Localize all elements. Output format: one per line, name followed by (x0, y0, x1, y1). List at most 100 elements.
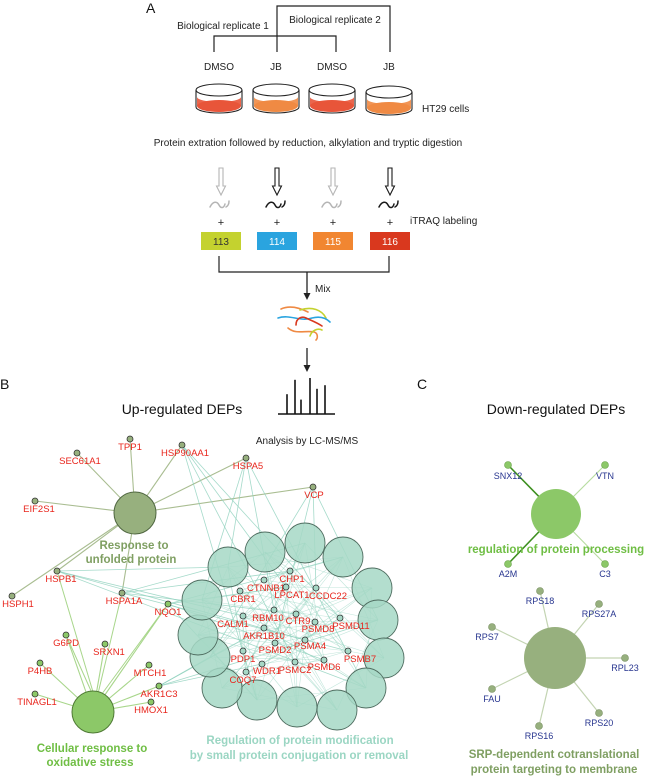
term-node-modification (244, 531, 286, 573)
term-label-modification: by small protein conjugation or removal (190, 750, 409, 762)
dish-rim (365, 85, 413, 99)
gene-label: PSMD11 (332, 621, 369, 632)
edge-modification (239, 590, 379, 621)
gene-label: RPS16 (525, 731, 554, 741)
gene-label: CTR9 (286, 616, 311, 627)
edge-unfolded (11, 512, 136, 597)
edge-modification (289, 570, 367, 689)
network-nodes: TPP1SEC61A1HSP90AA1EIF2S1HSPA5VCPHSPB1HS… (2, 435, 409, 769)
dish-rim (195, 83, 243, 97)
gene-label: MTCH1 (134, 668, 167, 679)
gene-node (488, 623, 496, 631)
dish-medium-side (197, 97, 241, 106)
itraq-tag-label: 114 (269, 237, 285, 248)
edge-unfolded (134, 486, 314, 514)
edge-modification (261, 587, 373, 665)
gene-node (536, 587, 544, 595)
replicate-2-bracket (276, 5, 391, 52)
gene-label: WDR1 (253, 666, 281, 677)
gene-node (147, 698, 155, 706)
gene-label: COQ7 (230, 675, 257, 686)
peptide-icon (321, 200, 342, 209)
ms-spectrum-icon: Analysis by LC-MS/MS (256, 378, 359, 447)
gene-node (155, 682, 163, 690)
term-node-oxidative-stress (71, 690, 115, 734)
edge-modification (263, 613, 297, 629)
dish-treatment-label: DMSO (317, 62, 347, 73)
culture-dish-icon (365, 85, 413, 116)
edge-modification (201, 457, 247, 601)
gene-node (309, 483, 317, 491)
analysis-label: Analysis by LC-MS/MS (256, 436, 359, 447)
gene-label: RPS27A (582, 609, 617, 619)
gene-label: PSMB7 (344, 654, 376, 665)
gene-node (8, 592, 16, 600)
itraq-tag: 114 (257, 232, 297, 250)
gene-node (145, 661, 153, 669)
gene-node (101, 640, 109, 648)
down-arrow-icon (271, 167, 283, 197)
panel-c-label: C (417, 376, 427, 392)
gene-label: LPCAT1 (274, 590, 309, 601)
down-arrow-icon (215, 167, 227, 197)
panel-a: A Biological replicate 1 Biological repl… (146, 0, 477, 447)
gene-label: RPS7 (475, 632, 499, 642)
gene-label: AKR1C3 (141, 689, 178, 700)
extraction-text: Protein extration followed by reduction,… (154, 138, 463, 149)
term-node-modification (357, 599, 399, 641)
mixed-peptides-icon (277, 306, 331, 341)
term-node-modification (345, 667, 387, 709)
cells-label: HT29 cells (422, 104, 469, 115)
gene-label: PSMC2 (279, 665, 312, 676)
term-node-unfolded-protein (113, 491, 157, 535)
term-label-oxidative: Cellular response to (37, 743, 148, 755)
gene-node (270, 606, 278, 614)
gene-node (239, 647, 247, 655)
gene-label: FAU (483, 694, 501, 704)
itraq-tag: 113 (201, 232, 241, 250)
gene-label: HSPH1 (2, 599, 34, 610)
gene-node (164, 600, 172, 608)
term-node-modification (363, 637, 405, 679)
gene-label: HSPA5 (233, 461, 263, 472)
gene-label: VTN (596, 471, 614, 481)
edge-modification (242, 586, 287, 617)
gene-node (271, 639, 279, 647)
dish-medium-side (310, 97, 354, 106)
gene-label: AKR1B10 (243, 631, 285, 642)
edge-modification (158, 619, 379, 687)
edge-modification (245, 659, 325, 673)
term-node-modification (177, 614, 219, 656)
gene-node (126, 435, 134, 443)
term-label-unfolded: Response to (99, 540, 168, 552)
gene-label: PSMD2 (259, 645, 292, 656)
edge-modification (274, 486, 314, 644)
term-node-modification (316, 689, 358, 731)
gene-label: SNX12 (494, 471, 523, 481)
up-regulated-network: TPP1SEC61A1HSP90AA1EIF2S1HSPA5VCPHSPB1HS… (2, 435, 409, 769)
edge-modification (263, 579, 317, 589)
panel-b-label: B (0, 376, 9, 392)
gene-node (504, 560, 512, 568)
edge-modification (221, 650, 349, 689)
itraq-tag-box (370, 232, 410, 250)
gene-label: G6PD (53, 638, 79, 649)
gene-node (504, 461, 512, 469)
edge-modification (263, 579, 338, 711)
gene-node (601, 560, 609, 568)
gene-label: TINAGL1 (17, 697, 57, 708)
term-label-processing: regulation of protein processing (468, 544, 644, 556)
plus-sign: + (274, 217, 280, 229)
gene-node (118, 589, 126, 597)
gene-node (291, 658, 299, 666)
replicate-1-label: Biological replicate 1 (177, 21, 269, 32)
itraq-tag-box (201, 232, 241, 250)
gene-label: PSMD6 (308, 662, 341, 673)
gene-label: PSMD8 (302, 624, 335, 635)
gene-label: SEC61A1 (59, 456, 101, 467)
itraq-tag-label: 116 (382, 237, 398, 248)
term-label-srp: protein targeting to membrane (471, 764, 638, 776)
gene-node (344, 647, 352, 655)
